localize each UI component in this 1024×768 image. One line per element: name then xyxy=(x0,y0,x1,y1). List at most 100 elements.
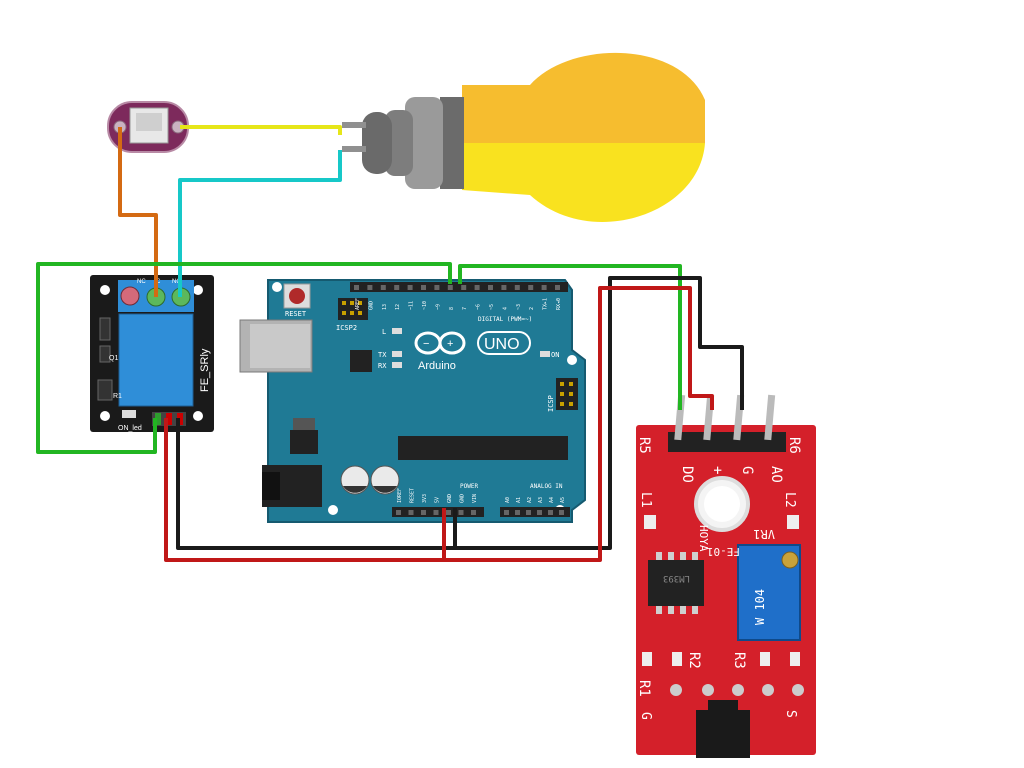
arduino-power-pin-label: RESET xyxy=(410,488,416,503)
arduino-analog-label: ANALOG IN xyxy=(530,483,563,490)
arduino-digital-pin-label: ~11 xyxy=(409,301,415,310)
arduino-analog-pin-label: A5 xyxy=(560,497,566,503)
arduino-digital-pin-label: GND xyxy=(368,301,374,310)
arduino-digital-pin-label: 4 xyxy=(502,307,508,310)
sensor-vr1: VR1 xyxy=(753,527,775,541)
arduino-digital-pin-label: ~9 xyxy=(435,304,441,310)
sensor-pin-g: G xyxy=(739,466,755,474)
arduino-icsp-label: ICSP xyxy=(547,395,555,412)
sensor-pin-plus: + xyxy=(709,466,725,474)
wire-black xyxy=(176,418,457,550)
arduino-digital-pin xyxy=(501,285,507,290)
wires xyxy=(36,125,744,562)
arduino-digital-pin-label: ~10 xyxy=(422,301,428,310)
wire-yellow xyxy=(180,125,342,135)
sensor-pot-label: W 104 xyxy=(753,589,767,625)
arduino-analog-pin xyxy=(515,510,520,515)
arduino-analog-pin-label: A3 xyxy=(538,497,544,503)
sensor-pin-do: DO xyxy=(679,466,695,483)
sensor-code: FE-01 xyxy=(707,545,740,558)
arduino-digital-pin xyxy=(434,285,440,290)
arduino-digital-pin xyxy=(461,285,467,290)
arduino-analog-pin xyxy=(526,510,531,515)
sensor-l2: L2 xyxy=(782,492,797,508)
light-bulb xyxy=(342,52,705,222)
arduino-digital-pin xyxy=(394,285,400,290)
arduino-power-pin-label: 5V xyxy=(435,497,441,503)
relay-terminal-nc: NC xyxy=(137,279,146,285)
arduino-model: UNO xyxy=(484,336,520,353)
arduino-digital-pin xyxy=(474,285,480,290)
arduino-digital-pin xyxy=(380,285,386,290)
arduino-analog-pin-label: A1 xyxy=(516,497,522,503)
wire-green-sensor xyxy=(458,264,682,410)
arduino-digital-pin xyxy=(367,285,373,290)
arduino-power-pin xyxy=(458,510,464,515)
relay-terminal-no: NO xyxy=(172,279,181,285)
arduino-power-pin-label: 3V3 xyxy=(422,494,428,503)
minus-glyph: − xyxy=(423,338,429,350)
arduino-l-label: L xyxy=(382,328,386,336)
arduino-digital-pin-label: TX▸1 xyxy=(543,298,549,310)
arduino-analog-pin-label: A2 xyxy=(527,497,533,503)
arduino-digital-label: DIGITAL (PWM=~) xyxy=(478,316,532,323)
arduino-digital-pin-label: 8 xyxy=(449,307,455,310)
arduino-digital-pin xyxy=(514,285,520,290)
arduino-on-label: ON xyxy=(551,351,559,359)
sensor-brand: HOYA xyxy=(697,525,710,552)
arduino-power-pin xyxy=(396,510,401,515)
relay-q-label: Q1 xyxy=(109,355,118,362)
sensor-pin-ao: AO xyxy=(768,466,784,483)
sensor-r6: R6 xyxy=(786,437,802,454)
arduino-power-pin-label: GND xyxy=(447,494,453,503)
arduino-power-pin xyxy=(433,510,439,515)
arduino-power-pin-label: GND xyxy=(460,494,466,503)
arduino-digital-pin xyxy=(447,285,453,290)
arduino-analog-pin xyxy=(504,510,509,515)
sensor-l1: L1 xyxy=(638,492,653,508)
wire-cyan xyxy=(178,150,342,297)
sensor-r5: R5 xyxy=(636,437,652,454)
arduino-digital-pin xyxy=(528,285,534,290)
wire-orange xyxy=(118,127,158,297)
arduino-power-pin xyxy=(421,510,426,515)
relay-r-label: R1 xyxy=(113,393,122,400)
relay-led-label: ON_led xyxy=(118,425,142,432)
arduino-digital-pin-label: AREF xyxy=(355,298,361,310)
arduino-digital-pin xyxy=(488,285,493,290)
sound-sensor-module: LM393 W 104 DO + G AO R5 R6 L1 L2 VR1 HO… xyxy=(636,394,816,758)
relay-module: FE_SRly ON_led Q1 R1 NC C NO xyxy=(90,275,214,432)
sensor-r2: R2 xyxy=(686,652,702,669)
arduino-power-pin xyxy=(446,510,451,515)
arduino-analog-pin-label: A4 xyxy=(549,497,555,503)
arduino-rx-label: RX xyxy=(378,362,387,370)
arduino-tx-label: TX xyxy=(378,351,387,359)
arduino-digital-pin-label: ~5 xyxy=(489,304,495,310)
arduino-digital-pin-label: ~3 xyxy=(516,304,522,310)
arduino-analog-pin-label: A0 xyxy=(505,497,511,503)
arduino-digital-pin xyxy=(421,285,426,290)
arduino-digital-pin xyxy=(541,285,547,290)
arduino-analog-pin xyxy=(537,510,542,515)
arduino-power-pin-label: VIN xyxy=(472,494,478,503)
arduino-logo xyxy=(414,331,466,355)
arduino-uno-board: RESET ICSP 2 DIGITAL (PWM=~) L TX RX ON −… xyxy=(239,279,586,523)
arduino-digital-pin-label: RX◂0 xyxy=(556,298,562,310)
wire-black-sensor xyxy=(455,276,744,550)
arduino-reset-label: RESET xyxy=(285,310,307,318)
arduino-digital-pin xyxy=(407,285,413,290)
relay-terminal-c: C xyxy=(156,279,161,285)
plus-glyph: + xyxy=(447,338,453,350)
arduino-digital-pin xyxy=(555,285,560,290)
arduino-analog-pin xyxy=(559,510,564,515)
relay-name: FE_SRly xyxy=(199,348,211,392)
arduino-digital-pin-label: 12 xyxy=(395,304,401,310)
arduino-power-pin xyxy=(471,510,476,515)
arduino-power-pin xyxy=(408,510,414,515)
sensor-g-left: G xyxy=(638,712,653,720)
arduino-brand: Arduino xyxy=(418,360,456,372)
arduino-digital-pin xyxy=(354,285,359,290)
arduino-digital-pin-label: 2 xyxy=(529,307,535,310)
wire-green-relay xyxy=(36,262,452,454)
